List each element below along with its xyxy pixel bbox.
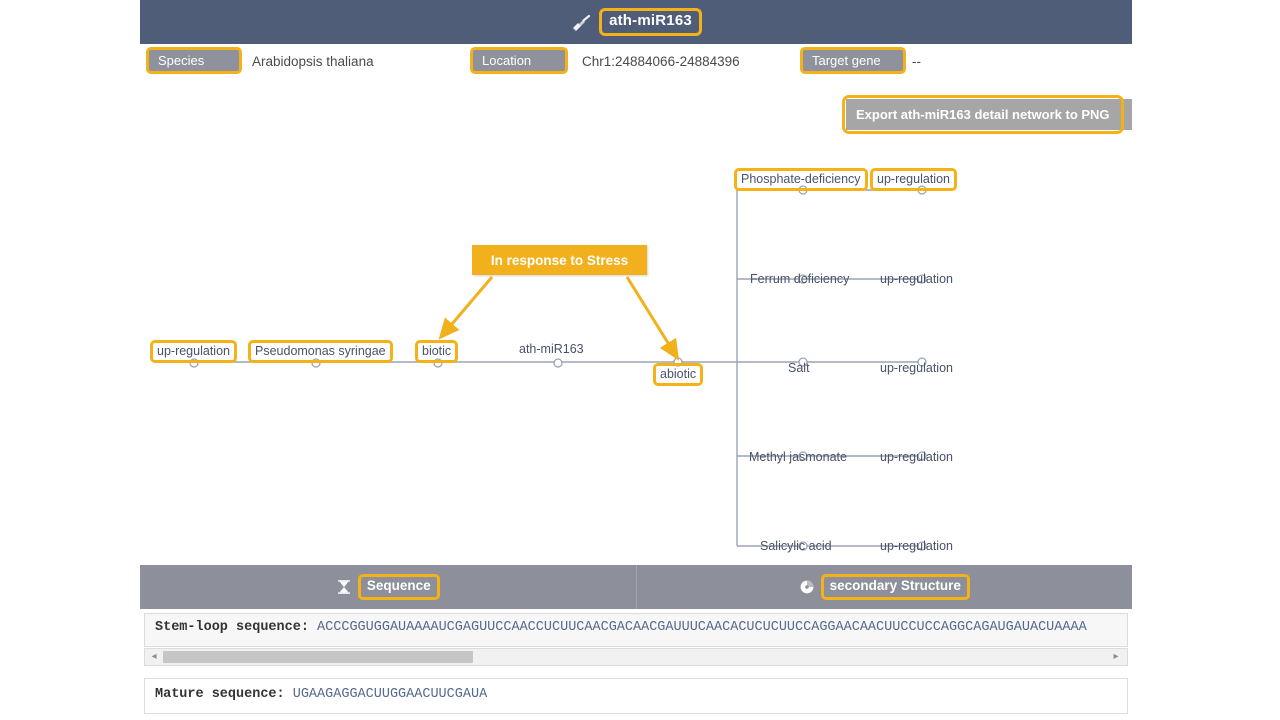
stress-annotation: In response to Stress — [472, 245, 647, 275]
stemloop-sequence-value: ACCCGGUGGAUAAAAUCGAGUUCCAACCUCUUCAACGACA… — [317, 620, 1087, 635]
mature-sequence-line: Mature sequence: UGAAGAGGACUUGGAACUUCGAU… — [155, 687, 487, 702]
tab-sequence[interactable]: Sequence — [140, 565, 636, 609]
mature-sequence-pane: Mature sequence: UGAAGAGGACUUGGAACUUCGAU… — [144, 678, 1128, 714]
horizontal-scrollbar[interactable]: ◂ ▸ — [144, 648, 1128, 666]
tab-secondary-structure[interactable]: secondary Structure — [635, 565, 1133, 609]
scrollbar-thumb[interactable] — [163, 651, 473, 663]
species-label: Species — [146, 47, 242, 74]
broom-icon — [570, 13, 592, 33]
scroll-left-arrow-icon[interactable]: ◂ — [151, 651, 157, 662]
node-regulation-ferrum-deficiency[interactable]: up-regulation — [880, 272, 953, 286]
stemloop-sequence-pane: Stem-loop sequence: ACCCGGUGGAUAAAAUCGAG… — [144, 613, 1128, 647]
mirna-detail-app: ath-miR163 Species Arabidopsis thaliana … — [140, 0, 1132, 720]
info-row: Species Arabidopsis thaliana Location Ch… — [140, 44, 1132, 84]
node-center-mirna[interactable]: ath-miR163 — [519, 342, 584, 356]
stemloop-sequence-line: Stem-loop sequence: ACCCGGUGGAUAAAAUCGAG… — [155, 620, 1087, 635]
node-stress-phosphate-deficiency[interactable]: Phosphate-deficiency — [734, 168, 868, 191]
tab-secondary-structure-label: secondary Structure — [820, 574, 970, 600]
stemloop-sequence-label: Stem-loop sequence: — [155, 620, 309, 635]
node-regulation-salt[interactable]: up-regulation — [880, 361, 953, 375]
node-biotic[interactable]: biotic — [415, 340, 459, 363]
tab-bar: Sequence secondary Structure — [140, 565, 1132, 609]
node-regulation-methyl-jasmonate[interactable]: up-regulation — [880, 450, 953, 464]
hourglass-icon — [336, 579, 352, 595]
export-png-button[interactable]: Export ath-miR163 detail network to PNG — [846, 99, 1132, 130]
node-stress-methyl-jasmonate[interactable]: Methyl jasmonate — [749, 450, 847, 464]
node-regulation-salicylic-acid[interactable]: up-regulation — [880, 539, 953, 553]
page-title: ath-miR163 — [599, 8, 702, 36]
circle-structure-icon — [799, 579, 815, 595]
target-gene-value: -- — [912, 53, 921, 69]
node-stress-ferrum-deficiency[interactable]: Ferrum deficiency — [750, 272, 850, 286]
network-graph — [189, 185, 927, 551]
scroll-right-arrow-icon[interactable]: ▸ — [1113, 651, 1119, 662]
mature-sequence-value: UGAAGAGGACUUGGAACUUCGAUA — [292, 687, 488, 702]
location-label: Location — [470, 47, 568, 74]
location-value: Chr1:24884066-24884396 — [582, 53, 740, 69]
title-bar: ath-miR163 — [140, 0, 1132, 44]
node-biotic-regulation[interactable]: up-regulation — [150, 340, 237, 363]
node-stress-salt[interactable]: Salt — [788, 361, 810, 375]
node-pseudomonas-syringae[interactable]: Pseudomonas syringae — [248, 340, 393, 363]
mature-sequence-label: Mature sequence: — [155, 687, 285, 702]
node-stress-salicylic-acid[interactable]: Salicylic acid — [760, 539, 832, 553]
tab-sequence-label: Sequence — [357, 574, 440, 600]
network-canvas: Export ath-miR163 detail network to PNG — [140, 83, 1132, 566]
target-gene-label: Target gene — [800, 47, 906, 74]
species-value: Arabidopsis thaliana — [252, 53, 374, 69]
title-wrap: ath-miR163 — [140, 0, 1132, 44]
node-regulation-phosphate-deficiency[interactable]: up-regulation — [870, 168, 957, 191]
node-abiotic[interactable]: abiotic — [653, 363, 704, 386]
